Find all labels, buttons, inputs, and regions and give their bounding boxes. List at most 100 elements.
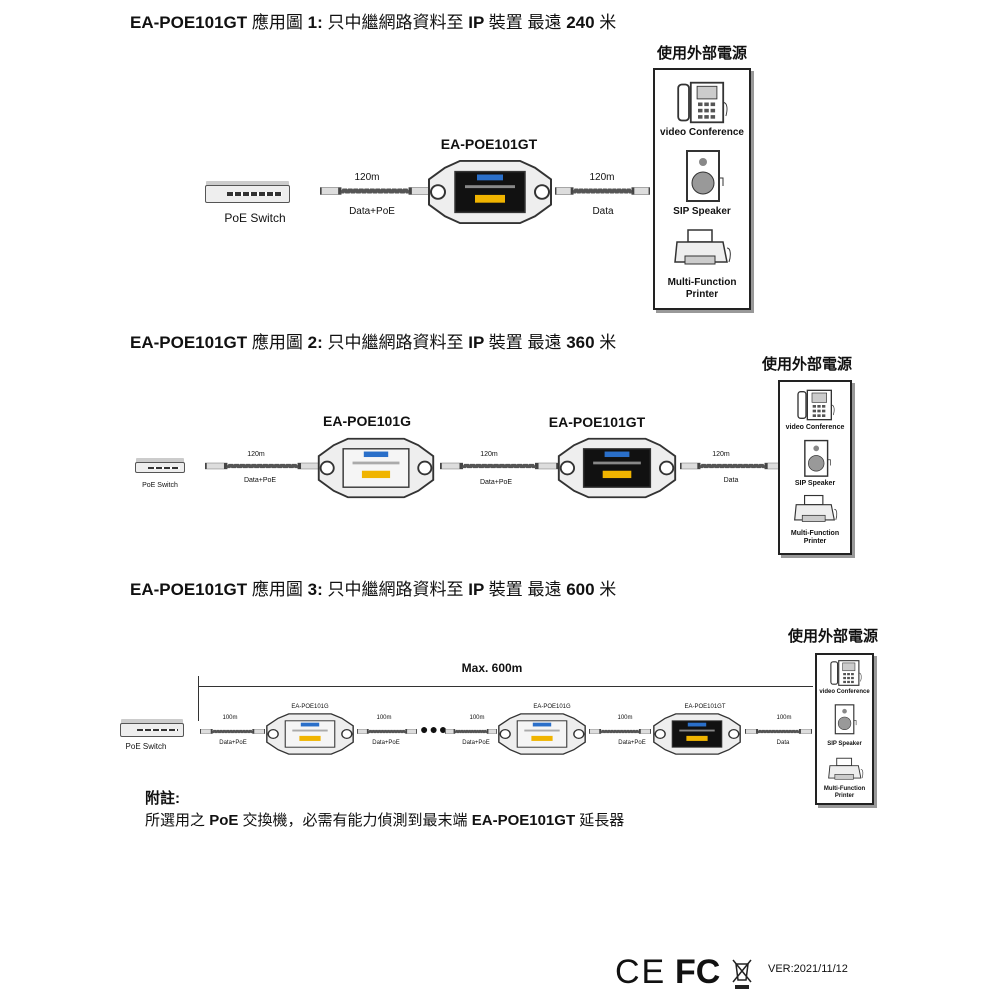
speaker-icon (833, 699, 859, 739)
poe-switch-icon (135, 462, 185, 473)
cable-icon (320, 184, 430, 198)
segment-length: 120m (480, 451, 498, 458)
poe-switch-label: PoE Switch (125, 742, 167, 751)
diagram3-title: EA-POE101GT 應用圖 3: 只中繼網路資料至 IP 裝置 最遠 600… (130, 575, 616, 600)
video-phone-icon (796, 388, 836, 422)
device-label-line: Multi-Function (790, 530, 840, 537)
max-distance-label: Max. 600m (461, 661, 523, 675)
version-label: VER:2021/11/12 (768, 963, 848, 975)
title-ip: IP (468, 580, 484, 599)
extender-label: EA-POE101GT (548, 414, 646, 430)
segment-type: Data+PoE (372, 740, 400, 746)
poe-switch-icon (205, 185, 290, 203)
segment-type: Data (723, 477, 739, 484)
segment-length: 100m (222, 715, 238, 721)
extender-gt-icon (651, 712, 743, 756)
note-text-part: EA-POE101GT (471, 812, 576, 829)
title-unit: 米 (599, 333, 617, 352)
segment-type: Data (776, 740, 790, 746)
title-ip: IP (468, 13, 484, 32)
title-dist: 360 (566, 333, 595, 352)
note-text: 所選用之 PoE 交換機，必需有能力偵測到最末端 EA-POE101GT 延長器 (145, 809, 624, 830)
segment-length: 120m (589, 172, 615, 183)
segment-length: 120m (247, 451, 265, 458)
title-desc: 只中繼網路資料至 (327, 13, 464, 32)
poe-switch-label: PoE Switch (142, 482, 178, 489)
segment-type: Data+PoE (479, 479, 513, 486)
cable-icon (745, 727, 812, 736)
segment-type: Data+PoE (219, 740, 247, 746)
title-model: EA-POE101GT (130, 333, 248, 352)
extender-g-icon (315, 436, 437, 500)
device-label: video Conference (785, 424, 845, 431)
powered-devices-box: video Conference SIP Speaker Multi-Funct… (653, 68, 751, 310)
cable-icon (205, 460, 320, 472)
device-label-line: Printer (834, 792, 855, 799)
extender-gt-icon (555, 436, 679, 500)
cable-icon (555, 184, 650, 198)
speaker-icon (802, 438, 834, 478)
printer-icon (826, 757, 866, 783)
max-distance-start-tick (198, 676, 199, 721)
title-dist: 600 (566, 580, 595, 599)
segment-type: Data+PoE (243, 477, 277, 484)
continuation-dots-icon: ●●● (420, 721, 449, 737)
segment-length: 120m (712, 451, 730, 458)
segment-type: Data+PoE (349, 206, 395, 217)
title-desc: 只中繼網路資料至 (327, 580, 464, 599)
device-label-line: Multi-Function (823, 786, 866, 792)
title-ip: IP (468, 333, 484, 352)
device-label: video Conference (660, 127, 744, 138)
device-label-line: Printer (803, 538, 827, 546)
title-dev: 裝置 最遠 (488, 13, 562, 32)
segment-length: 100m (469, 715, 485, 721)
title-app: 應用圖 (251, 333, 303, 352)
device-label: video Conference (819, 689, 870, 695)
extender-label: EA-POE101G (533, 704, 571, 710)
extender-label: EA-POE101G (323, 413, 411, 429)
note-text-part: 延長器 (579, 812, 625, 829)
segment-length: 100m (617, 715, 633, 721)
title-model: EA-POE101GT (130, 13, 248, 32)
fcc-mark-icon: FC (675, 953, 721, 991)
ce-mark-icon: CE (615, 953, 667, 991)
printer-icon (673, 228, 733, 270)
segment-length: 100m (776, 715, 792, 721)
powered-devices-box: video Conference SIP Speaker Multi-Funct… (815, 653, 874, 805)
external-power-label: 使用外部電源 (762, 355, 853, 373)
extender-g-icon (264, 712, 356, 756)
title-dev: 裝置 最遠 (488, 580, 562, 599)
segment-type: Data+PoE (618, 740, 646, 746)
diagram1-title: EA-POE101GT 應用圖 1: 只中繼網路資料至 IP 裝置 最遠 240… (130, 8, 616, 33)
max-distance-line (199, 686, 813, 687)
device-label: SIP Speaker (673, 206, 731, 217)
note-text-part: 交換機，必需有能力偵測到最末端 (242, 812, 468, 829)
title-dist: 240 (566, 13, 595, 32)
title-dev: 裝置 最遠 (488, 333, 562, 352)
device-label: SIP Speaker (827, 741, 862, 747)
extender-label: EA-POE101GT (684, 704, 726, 710)
title-unit: 米 (599, 13, 617, 32)
title-desc: 只中繼網路資料至 (327, 333, 464, 352)
title-app: 應用圖 (251, 13, 303, 32)
cable-icon (357, 727, 417, 736)
poe-switch-label: PoE Switch (224, 211, 286, 225)
segment-length: 120m (354, 172, 380, 183)
weee-bin-icon (732, 958, 752, 990)
title-num: 2: (307, 333, 323, 352)
device-label: SIP Speaker (794, 480, 836, 487)
segment-type: Data+PoE (462, 740, 490, 746)
device-label-line: Printer (685, 288, 719, 300)
printer-icon (793, 494, 839, 526)
video-phone-icon (829, 659, 863, 687)
extender-g-icon (496, 712, 588, 756)
cable-icon (440, 460, 558, 472)
segment-type: Data (592, 206, 614, 217)
note-text-part: PoE (209, 812, 239, 829)
cable-icon (680, 460, 785, 472)
extender-label: EA-POE101G (291, 704, 329, 710)
segment-length: 100m (376, 715, 392, 721)
